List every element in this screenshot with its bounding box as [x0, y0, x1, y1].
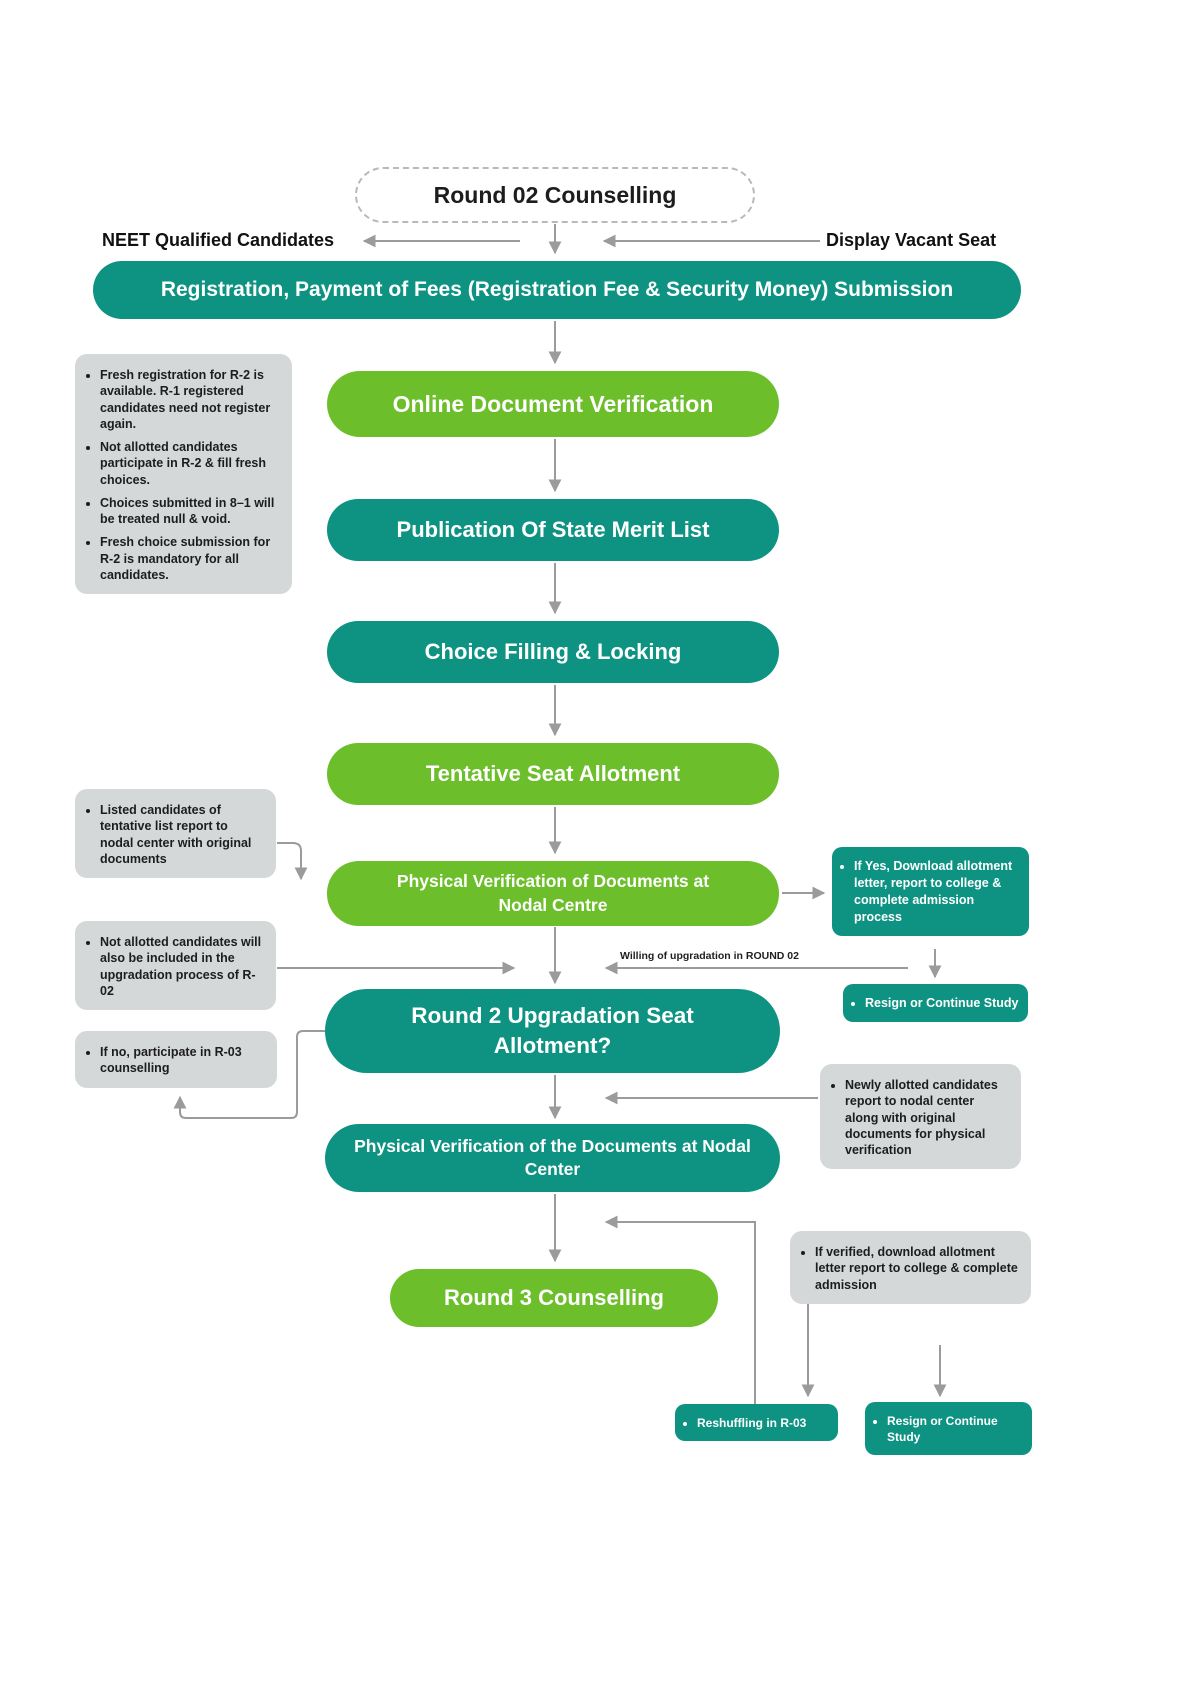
callout-item: Resign or Continue Study: [865, 995, 1019, 1012]
callout-item: Reshuffling in R-03: [697, 1415, 829, 1431]
note-newly-allotted: Newly allotted candidates report to noda…: [820, 1064, 1021, 1170]
step-registration-payment: Registration, Payment of Fees (Registrat…: [93, 261, 1021, 319]
note-item: Not allotted candidates participate in R…: [100, 439, 280, 488]
note-list: Not allotted candidates will also be inc…: [85, 934, 264, 999]
callout-list: Resign or Continue Study: [851, 995, 1019, 1012]
callout-list: Reshuffling in R-03: [683, 1415, 829, 1431]
note-item: Choices submitted in 8–1 will be treated…: [100, 495, 280, 528]
note-list: If no, participate in R-03 counselling: [85, 1044, 265, 1077]
step-tentative-seat-allotment: Tentative Seat Allotment: [327, 743, 779, 805]
note-list: Newly allotted candidates report to noda…: [830, 1077, 1009, 1158]
note-if-no-r03: If no, participate in R-03 counselling: [75, 1031, 277, 1088]
callout-if-yes-download: If Yes, Download allotment letter, repor…: [832, 847, 1029, 936]
note-item: Newly allotted candidates report to noda…: [845, 1077, 1009, 1158]
step-choice-filling-locking: Choice Filling & Locking: [327, 621, 779, 683]
note-if-verified: If verified, download allotment letter r…: [790, 1231, 1031, 1304]
step-publication-state-merit-list: Publication Of State Merit List: [327, 499, 779, 561]
callout-reshuffling-r03: Reshuffling in R-03: [675, 1404, 838, 1442]
callout-item: If Yes, Download allotment letter, repor…: [854, 858, 1020, 926]
note-item: Not allotted candidates will also be inc…: [100, 934, 264, 999]
note-item: Listed candidates of tentative list repo…: [100, 802, 264, 867]
callout-list: Resign or Continue Study: [873, 1413, 1023, 1445]
step-round2-upgradation-seat-allotment: Round 2 Upgradation Seat Allotment?: [325, 989, 780, 1073]
step-physical-verification-nodal-center-2: Physical Verification of the Documents a…: [325, 1124, 780, 1192]
callout-list: If Yes, Download allotment letter, repor…: [840, 858, 1020, 926]
note-not-allotted-upgradation: Not allotted candidates will also be inc…: [75, 921, 276, 1010]
label-willing-upgradation-round02: Willing of upgradation in ROUND 02: [620, 950, 799, 962]
note-item: Fresh choice submission for R-2 is manda…: [100, 534, 280, 583]
callout-resign-or-continue-bottom: Resign or Continue Study: [865, 1402, 1032, 1456]
note-item: If verified, download allotment letter r…: [815, 1244, 1019, 1293]
note-item: If no, participate in R-03 counselling: [100, 1044, 265, 1077]
step-online-document-verification: Online Document Verification: [327, 371, 779, 437]
step-physical-verification-nodal-centre: Physical Verification of Documents at No…: [327, 861, 779, 926]
label-neet-qualified-candidates: NEET Qualified Candidates: [102, 230, 335, 250]
callout-item: Resign or Continue Study: [887, 1413, 1023, 1445]
note-list: Listed candidates of tentative list repo…: [85, 802, 264, 867]
callout-resign-or-continue-top: Resign or Continue Study: [843, 984, 1028, 1022]
note-list: If verified, download allotment letter r…: [800, 1244, 1019, 1293]
note-item: Fresh registration for R-2 is available.…: [100, 367, 280, 432]
note-list: Fresh registration for R-2 is available.…: [85, 367, 280, 583]
note-listed-candidates: Listed candidates of tentative list repo…: [75, 789, 276, 878]
note-registration-rules: Fresh registration for R-2 is available.…: [75, 354, 292, 594]
flowchart-title: Round 02 Counselling: [355, 167, 755, 223]
step-round3-counselling: Round 3 Counselling: [390, 1269, 718, 1327]
arrow-listed-note-to-pv1: [277, 842, 308, 881]
label-display-vacant-seat: Display Vacant Seat: [826, 230, 997, 250]
